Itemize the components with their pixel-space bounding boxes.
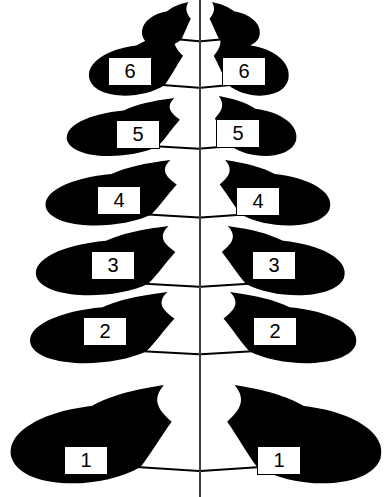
callout-box: 1 — [257, 446, 301, 475]
callout-number: 3 — [107, 254, 118, 277]
callout-box: 6 — [108, 57, 152, 86]
callout-number: 1 — [273, 449, 284, 472]
leaflets — [11, 2, 382, 483]
callout-number: 2 — [99, 320, 110, 343]
rachis-line — [199, 0, 201, 497]
callout-number: 3 — [268, 254, 279, 277]
callout-number: 6 — [124, 60, 135, 83]
callout-box: 4 — [97, 186, 141, 215]
callout-number: 6 — [238, 60, 249, 83]
callout-number: 2 — [269, 320, 280, 343]
callout-box: 6 — [222, 57, 266, 86]
callout-number: 5 — [232, 122, 243, 145]
callout-box: 2 — [253, 317, 297, 346]
callout-box: 5 — [216, 119, 260, 148]
callout-box: 2 — [83, 317, 127, 346]
callout-box: 5 — [116, 120, 160, 149]
callout-number: 1 — [80, 449, 91, 472]
callout-number: 4 — [113, 189, 124, 212]
callout-box: 1 — [64, 446, 108, 475]
callout-number: 4 — [252, 190, 263, 213]
callout-box: 4 — [236, 187, 280, 216]
callout-box: 3 — [91, 251, 135, 280]
callout-box: 3 — [252, 251, 296, 280]
callout-number: 5 — [132, 123, 143, 146]
